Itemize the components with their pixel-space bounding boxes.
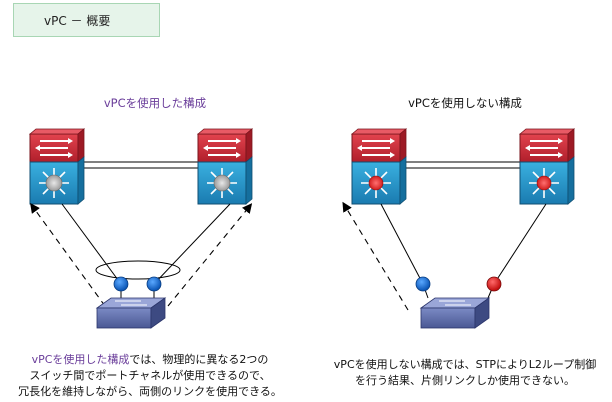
right-caption-line-2: を行う結果、片側リンクしか使用できない。 xyxy=(355,374,575,387)
left-port-blue-icon-a xyxy=(113,276,129,292)
right-access-switch-icon xyxy=(419,297,491,329)
right-port-red-icon xyxy=(486,276,502,292)
left-core-switch-a xyxy=(29,128,85,205)
right-uplink-b xyxy=(493,203,547,285)
left-port-blue-icon-b xyxy=(146,276,162,292)
right-caption-line-1: vPCを使用しない構成では、STPによりL2ループ制御 xyxy=(333,358,597,371)
left-caption-highlight: vPCを使用した構成 xyxy=(31,353,130,366)
right-uplink-a xyxy=(380,203,424,285)
left-core-switch-b xyxy=(197,128,253,205)
right-caption: vPCを使用しない構成では、STPによりL2ループ制御 を行う結果、片側リンクし… xyxy=(315,357,612,389)
left-uplink-a xyxy=(61,203,122,285)
left-dashed-arrow-a xyxy=(30,202,106,307)
left-caption-line-3: 冗長化を維持しながら、両側のリンクを使用できる。 xyxy=(18,385,282,398)
left-caption: vPCを使用した構成では、物理的に異なる2つの スイッチ間でポートチャネルが使用… xyxy=(0,352,300,400)
left-port-channel-ellipse xyxy=(95,260,181,280)
left-uplink-b xyxy=(153,203,231,285)
left-access-switch-icon xyxy=(95,297,167,329)
left-caption-line-2: スイッチ間でポートチャネルが使用できるので、 xyxy=(29,369,271,382)
right-dashed-arrow xyxy=(342,201,409,311)
right-diagram-heading: vPCを使用しない構成 xyxy=(408,96,522,110)
right-core-switch-b xyxy=(519,128,575,205)
right-core-switch-a xyxy=(351,128,407,205)
left-caption-line-1: では、物理的に異なる2つの xyxy=(129,353,269,366)
left-diagram-heading: vPCを使用した構成 xyxy=(103,96,207,110)
right-port-blue-icon xyxy=(415,276,431,292)
slide-title: vPC － 概要 xyxy=(13,3,160,37)
